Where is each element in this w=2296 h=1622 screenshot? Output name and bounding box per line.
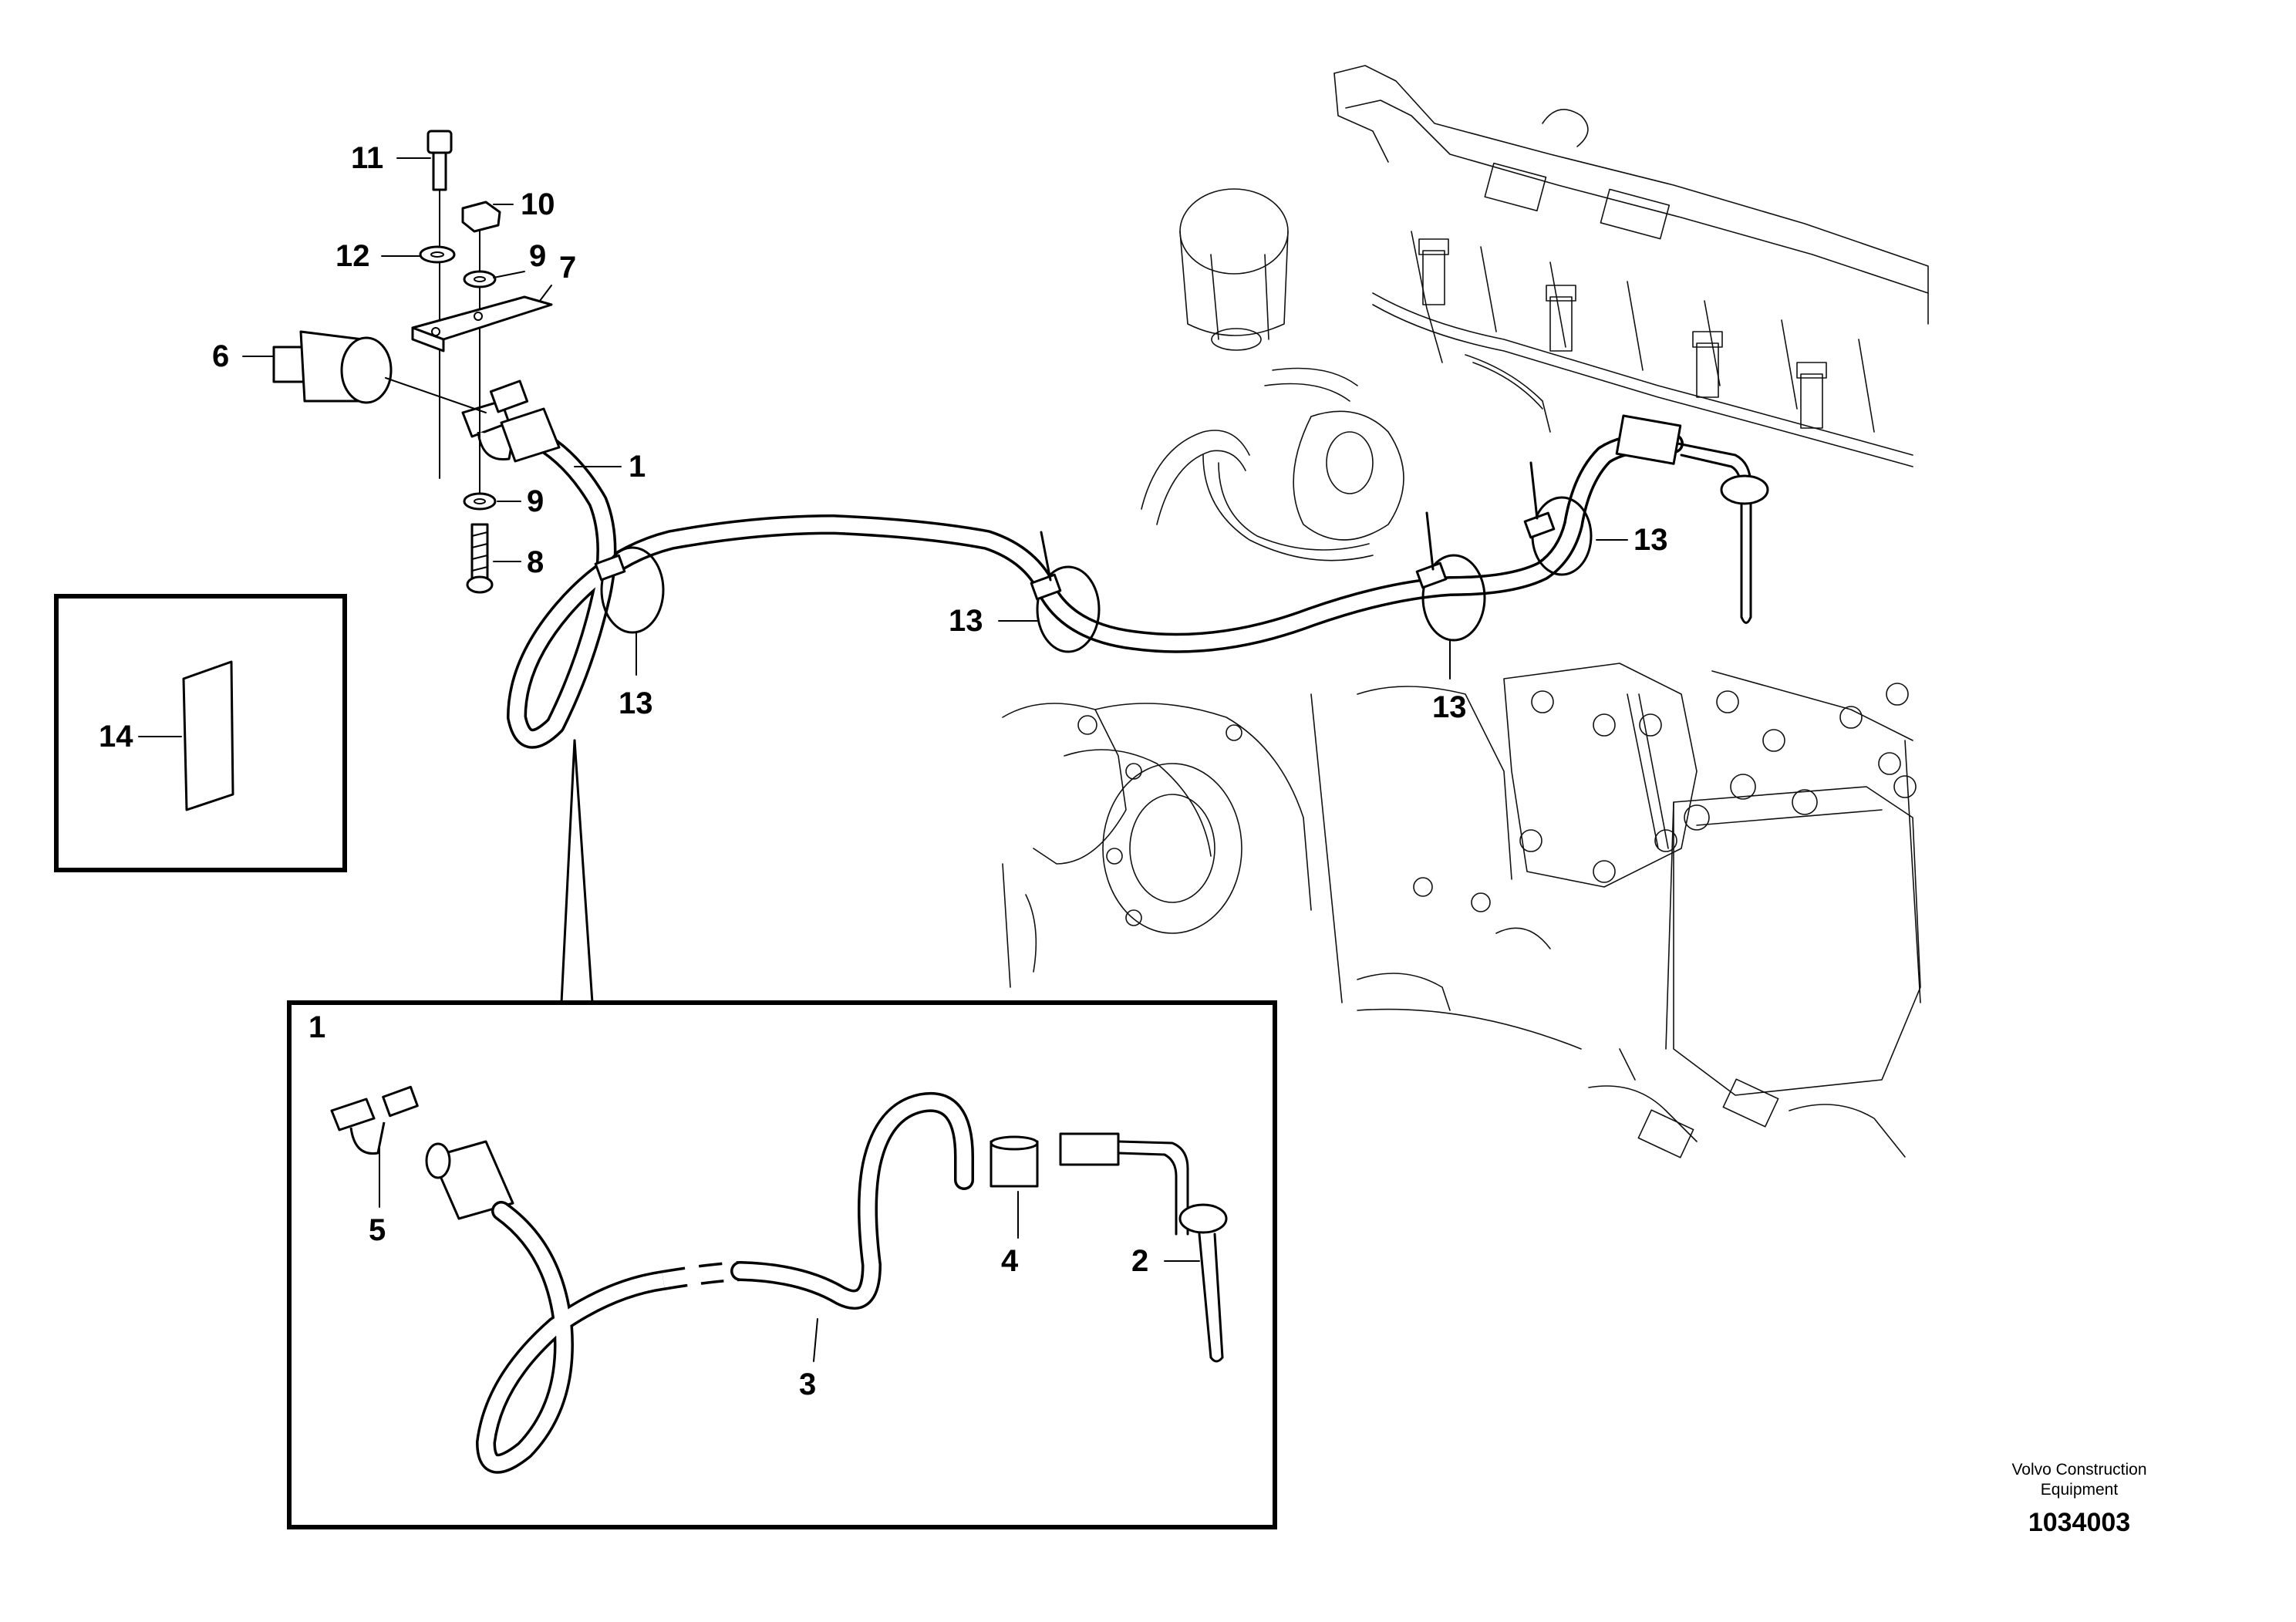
callout-labels: 11 10 12 9 7 6 1 9 8 13 13 13 13 14 1 5 … xyxy=(99,141,1668,1401)
bolt-lower xyxy=(466,523,494,594)
item-14-frame xyxy=(54,594,347,872)
cable-tie-1 xyxy=(594,546,665,634)
callout-13-d: 13 xyxy=(1633,523,1668,557)
callout-14: 14 xyxy=(99,720,133,754)
callout-9-upper: 9 xyxy=(529,239,546,273)
cable-tie-3 xyxy=(1415,511,1486,642)
drawing-number: 1034003 xyxy=(2028,1508,2130,1537)
callout-5: 5 xyxy=(369,1213,386,1247)
cable-tie-4 xyxy=(1523,461,1593,576)
detail-view-frame xyxy=(287,1000,1277,1529)
engine-illustration xyxy=(1002,65,1929,1158)
callout-13-b: 13 xyxy=(949,604,983,638)
callout-7: 7 xyxy=(559,251,576,285)
main-sensor-harness xyxy=(461,379,1769,749)
callout-4: 4 xyxy=(1001,1244,1019,1278)
bolt-upper xyxy=(426,130,453,479)
cable-tie-2 xyxy=(1030,531,1101,653)
fastener-parts xyxy=(272,130,553,594)
footer-block: Volvo Construction Equipment 1034003 xyxy=(2011,1461,2146,1537)
callout-11: 11 xyxy=(351,141,383,175)
callout-13-c: 13 xyxy=(1432,690,1467,724)
callout-12: 12 xyxy=(335,239,370,273)
callout-13-a: 13 xyxy=(619,686,653,720)
company-name-line2: Equipment xyxy=(2041,1481,2119,1499)
callout-8: 8 xyxy=(527,545,544,579)
callout-2: 2 xyxy=(1131,1244,1148,1278)
callout-10: 10 xyxy=(521,187,555,221)
sensor-part xyxy=(272,330,487,413)
callout-6: 6 xyxy=(212,339,229,373)
washer-upper xyxy=(419,245,456,264)
company-name-line1: Volvo Construction xyxy=(2011,1461,2146,1479)
detail-view-label: 1 xyxy=(308,1010,325,1044)
callout-3: 3 xyxy=(799,1367,816,1401)
callout-9-lower: 9 xyxy=(527,484,544,518)
callout-1-main: 1 xyxy=(629,450,646,484)
